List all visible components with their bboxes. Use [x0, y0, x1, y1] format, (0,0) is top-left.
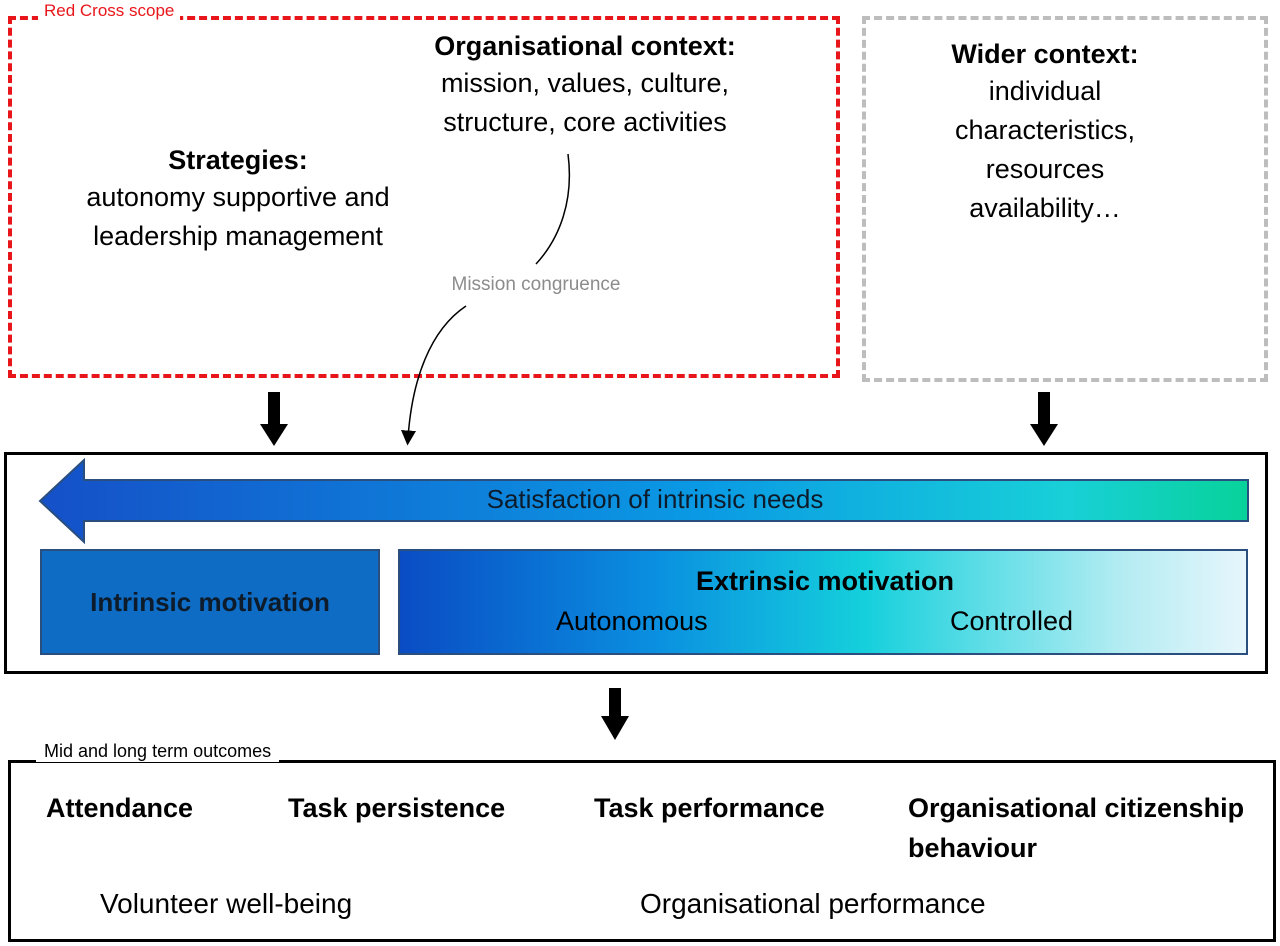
wider-context-title: Wider context: [951, 39, 1139, 69]
red-cross-scope-box [8, 16, 840, 378]
organisational-context-title: Organisational context: [434, 31, 736, 61]
motivation-panel [4, 452, 1268, 674]
outcome-citizenship-line-2: behaviour [908, 833, 1038, 863]
context-connector-curve [535, 153, 571, 265]
organisational-context: Organisational context: mission, values,… [400, 28, 770, 142]
volunteer-wellbeing-label: Volunteer well-being [100, 888, 353, 919]
outcomes-label: Mid and long term outcomes [36, 740, 280, 762]
organisational-performance-label: Organisational performance [640, 888, 986, 919]
wider-context-line-4: availability… [969, 193, 1121, 223]
strategies-title: Strategies: [168, 145, 308, 175]
wider-context-down-arrow [1030, 392, 1058, 446]
strategies-line-1: autonomy supportive and [86, 182, 390, 212]
mission-congruence-label: Mission congruence [451, 274, 621, 295]
strategies-down-arrow [260, 392, 288, 446]
outcome-attendance: Attendance [46, 793, 194, 823]
extrinsic-controlled-label: Controlled [950, 606, 1074, 636]
organisational-context-line-2: structure, core activities [443, 107, 727, 137]
wider-context: Wider context: individual characteristic… [890, 36, 1200, 228]
outcome-citizenship: Organisational citizenship behaviour [908, 788, 1244, 868]
outcome-task-persistence: Task persistence [288, 793, 506, 823]
strategies: Strategies: autonomy supportive and lead… [40, 142, 436, 256]
extrinsic-motivation-title: Extrinsic motivation [695, 566, 955, 596]
extrinsic-autonomous-label: Autonomous [556, 606, 708, 636]
needs-arrow-shape [38, 457, 1249, 545]
outcome-task-performance: Task performance [594, 793, 825, 823]
mission-congruence-arrow [401, 305, 467, 446]
needs-arrow-label: Satisfaction of intrinsic needs [486, 484, 824, 514]
outcome-citizenship-line-1: Organisational citizenship [908, 793, 1245, 823]
wider-context-line-3: resources [985, 154, 1105, 184]
intrinsic-motivation-label: Intrinsic motivation [90, 586, 330, 617]
wider-context-line-2: characteristics, [954, 115, 1136, 145]
outcomes-down-arrow [601, 688, 629, 740]
wider-context-line-1: individual [988, 76, 1102, 106]
organisational-context-line-1: mission, values, culture, [440, 68, 730, 98]
red-cross-scope-label: Red Cross scope [38, 0, 181, 22]
extrinsic-motivation-box [398, 549, 1248, 655]
outcomes-panel [8, 760, 1276, 942]
intrinsic-motivation-box: Intrinsic motivation [40, 549, 380, 655]
wider-context-box [862, 16, 1268, 382]
strategies-line-2: leadership management [93, 221, 383, 251]
